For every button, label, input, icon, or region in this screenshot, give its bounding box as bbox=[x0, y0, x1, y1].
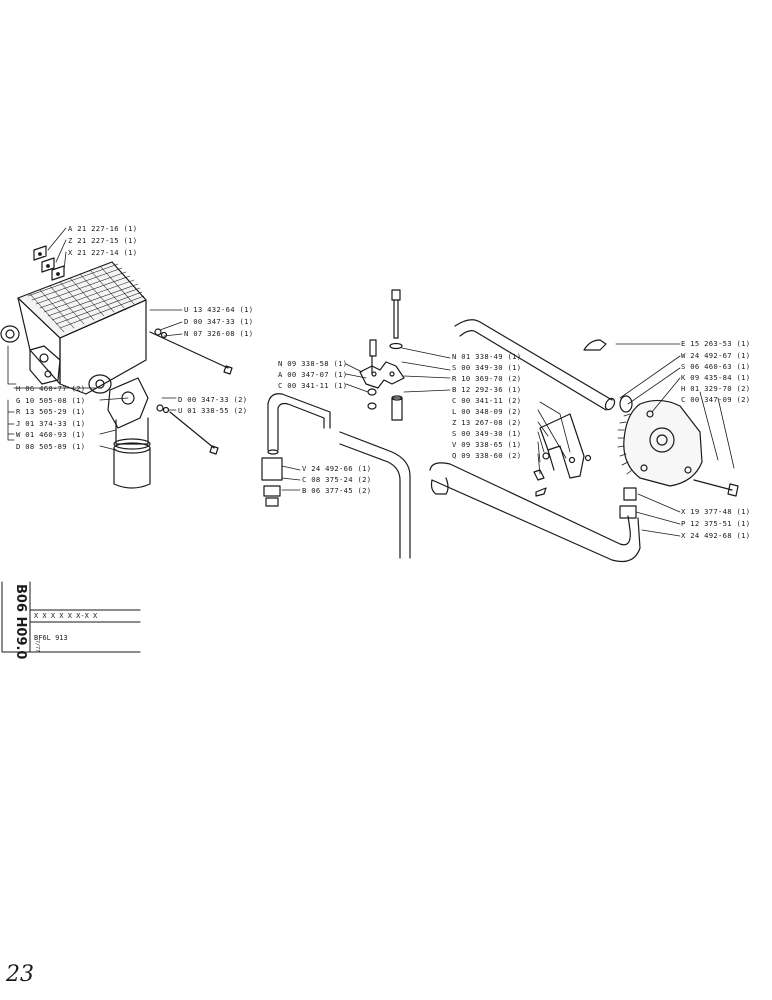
label-w24492: W 24 492-67 (1) bbox=[681, 351, 751, 360]
bracket bbox=[533, 413, 592, 497]
label-b06377: B 06 377-45 (2) bbox=[302, 486, 372, 495]
engine-model: BF6L 913 bbox=[34, 634, 68, 642]
label-s00349-a: S 00 349-30 (1) bbox=[452, 363, 522, 372]
label-p12375: P 12 375-51 (1) bbox=[681, 519, 751, 528]
label-s06460: S 06 460-63 (1) bbox=[681, 362, 751, 371]
oil-cooler bbox=[0, 245, 233, 395]
label-r13505: R 13 505-29 (1) bbox=[16, 407, 86, 416]
label-u01338: U 01 338-55 (2) bbox=[178, 406, 248, 415]
label-c00347: C 00 347-09 (2) bbox=[681, 395, 751, 404]
label-l00348: L 00 348-09 (2) bbox=[452, 407, 522, 416]
title-block-frame bbox=[1, 581, 141, 653]
serial-number: X X X X X X-X X bbox=[34, 612, 98, 620]
label-d00347-a: D 00 347-33 (1) bbox=[184, 317, 254, 326]
label-n01338: N 01 338-49 (1) bbox=[452, 352, 522, 361]
clamp-assembly bbox=[359, 289, 405, 421]
label-a21227: A 21 227-16 (1) bbox=[68, 224, 138, 233]
label-g10505: G 10 505-08 (1) bbox=[16, 396, 86, 405]
label-c00341-a: C 00 341-11 (1) bbox=[278, 381, 348, 390]
label-x19377: X 19 377-48 (1) bbox=[681, 507, 751, 516]
section-code: B06 H09.0 bbox=[13, 584, 28, 660]
label-d08505: D 08 505-89 (1) bbox=[16, 442, 86, 451]
label-x21227: X 21 227-14 (1) bbox=[68, 248, 138, 257]
label-z13267: Z 13 267-08 (2) bbox=[452, 418, 522, 427]
label-c00341-b: C 00 341-11 (2) bbox=[452, 396, 522, 405]
label-n09338: N 09 338-58 (1) bbox=[278, 359, 348, 368]
label-v09338: V 09 338-65 (1) bbox=[452, 440, 522, 449]
label-v24492: V 24 492-66 (1) bbox=[302, 464, 372, 473]
label-h06460: H 06 460-77 (2) bbox=[16, 384, 86, 393]
handwritten-page-number: 23 bbox=[6, 962, 34, 987]
leader-lines bbox=[7, 227, 735, 537]
label-d00347-b: D 00 347-33 (2) bbox=[178, 395, 248, 404]
label-k09435: K 09 435-84 (1) bbox=[681, 373, 751, 382]
pipes bbox=[261, 319, 641, 563]
label-a00347: A 00 347-07 (1) bbox=[278, 370, 348, 379]
label-h01329: H 01 329-70 (2) bbox=[681, 384, 751, 393]
label-w01460: W 01 460-93 (1) bbox=[16, 430, 86, 439]
oil-filter bbox=[88, 374, 219, 489]
label-z21227: Z 21 227-15 (1) bbox=[68, 236, 138, 245]
label-c08375: C 08 375-24 (2) bbox=[302, 475, 372, 484]
label-r10369: R 10 369-70 (2) bbox=[452, 374, 522, 383]
label-u13432: U 13 432-64 (1) bbox=[184, 305, 254, 314]
oil-pump bbox=[583, 339, 739, 519]
label-x24492: X 24 492-68 (1) bbox=[681, 531, 751, 540]
label-b12292: B 12 292-36 (1) bbox=[452, 385, 522, 394]
label-q09338: Q 09 338-60 (2) bbox=[452, 451, 522, 460]
label-e15263: E 15 263-53 (1) bbox=[681, 339, 751, 348]
label-s00349-b: S 00 349-30 (1) bbox=[452, 429, 522, 438]
label-j01374: J 01 374-33 (1) bbox=[16, 419, 86, 428]
label-n07326: N 07 326-08 (1) bbox=[184, 329, 254, 338]
